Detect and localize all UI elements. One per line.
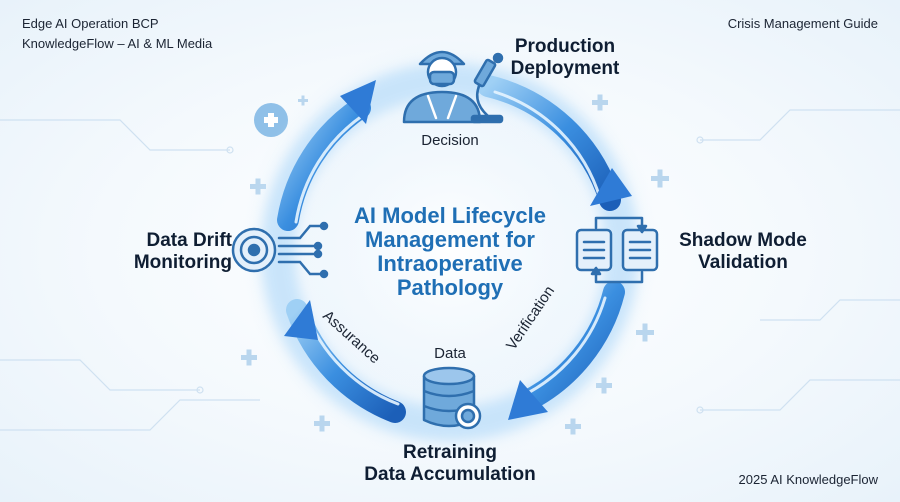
arrowhead-top-left	[340, 80, 376, 124]
stage-production-deployment: Production Deployment	[500, 36, 630, 80]
center-glow	[240, 40, 660, 460]
stage-shadow-mode-validation: Shadow Mode Validation	[668, 230, 818, 274]
arrow-arc-bottom-right	[514, 281, 625, 413]
stage-retraining-data-accumulation: Retraining Data Accumulation	[355, 442, 545, 486]
center-title-line4: Pathology	[396, 275, 504, 300]
stage-bottom-line1: Retraining	[403, 442, 497, 463]
compare-documents-icon	[575, 216, 659, 284]
drift-sensor-icon	[231, 221, 329, 279]
center-title-line1: AI Model Lifecycle	[354, 203, 546, 228]
stage-data-drift-monitoring: Data Drift Monitoring	[112, 230, 232, 274]
flow-label-data: Data	[434, 345, 466, 362]
stage-left-line1: Data Drift	[146, 230, 232, 251]
stage-top-line2: Deployment	[510, 58, 620, 79]
header-right: Crisis Management Guide	[727, 16, 878, 31]
flow-label-decision: Decision	[421, 132, 479, 149]
circuit-decoration	[0, 109, 900, 431]
center-title: AI Model Lifecycle Management for Intrao…	[330, 204, 570, 300]
arrow-arc-top-left	[277, 97, 371, 231]
stage-top-line1: Production	[514, 36, 616, 57]
stage-bottom-line2: Data Accumulation	[364, 464, 536, 485]
database-icon	[422, 366, 482, 430]
header-subtitle: KnowledgeFlow – AI & ML Media	[22, 36, 213, 51]
header-left: Edge AI Operation BCP KnowledgeFlow – AI…	[22, 14, 212, 54]
footer-credit: 2025 AI KnowledgeFlow	[738, 472, 878, 487]
center-title-line3: Intraoperative	[377, 251, 523, 276]
center-title-line2: Management for	[365, 227, 535, 252]
arrowhead-bottom-left	[284, 300, 318, 340]
arrowhead-top-right	[590, 168, 632, 206]
stage-right-line1: Shadow Mode	[679, 230, 807, 251]
doctor-microscope-icon	[402, 50, 504, 124]
header-title: Edge AI Operation BCP	[22, 16, 159, 31]
stage-right-line2: Validation	[698, 252, 788, 273]
arrow-heads	[284, 80, 632, 420]
arrow-arc-top-right	[477, 75, 621, 211]
arrowhead-bottom-right	[508, 380, 548, 420]
stage-left-line2: Monitoring	[133, 252, 232, 273]
